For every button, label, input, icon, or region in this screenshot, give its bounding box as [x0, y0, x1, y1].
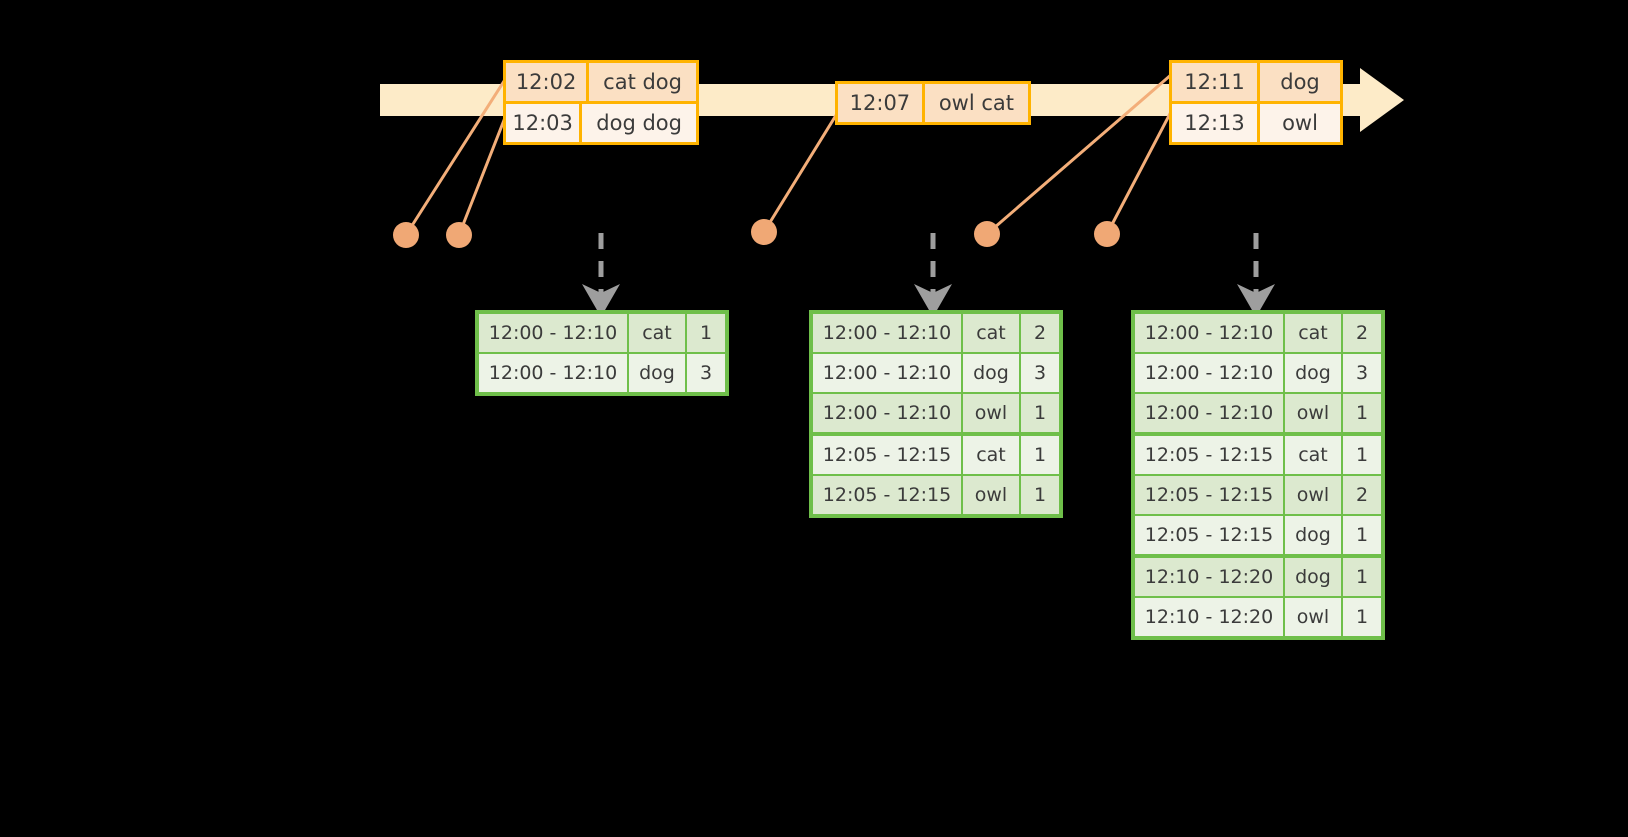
event-row[interactable]: 12:11 dog — [1172, 63, 1340, 101]
connector-line-1 — [404, 76, 508, 237]
window-cell: 12:05 - 12:15 — [1144, 484, 1274, 506]
key-cell: dog — [1283, 516, 1341, 554]
window-cell: 12:00 - 12:10 — [822, 322, 952, 344]
window-cell: 12:00 - 12:10 — [822, 402, 952, 424]
window-cell: 12:05 - 12:15 — [822, 484, 952, 506]
count-cell: 2 — [1341, 314, 1381, 352]
event-words: dog — [1280, 70, 1320, 94]
key-cell: owl — [961, 394, 1019, 432]
table-row[interactable]: 12:00 - 12:10 dog 3 — [1135, 352, 1381, 392]
key-cell: owl — [1283, 394, 1341, 432]
table-row[interactable]: 12:05 - 12:15 cat 1 — [813, 432, 1059, 474]
window-cell: 12:00 - 12:10 — [488, 322, 618, 344]
event-row[interactable]: 12:03 dog dog — [506, 101, 696, 142]
count-cell: 2 — [1341, 476, 1381, 514]
event-words: cat dog — [603, 70, 682, 94]
event-row[interactable]: 12:13 owl — [1172, 101, 1340, 142]
key-cell: dog — [627, 354, 685, 392]
table-row[interactable]: 12:05 - 12:15 cat 1 — [1135, 432, 1381, 474]
event-box-2[interactable]: 12:07 owl cat — [835, 81, 1031, 125]
window-cell: 12:10 - 12:20 — [1144, 566, 1274, 588]
result-table-2[interactable]: 12:00 - 12:10 cat 2 12:00 - 12:10 dog 3 … — [809, 310, 1063, 518]
window-cell: 12:05 - 12:15 — [1144, 524, 1274, 546]
key-cell: dog — [961, 354, 1019, 392]
event-time: 12:03 — [506, 104, 583, 142]
key-cell: owl — [1283, 598, 1341, 636]
window-cell: 12:00 - 12:10 — [488, 362, 618, 384]
event-box-1[interactable]: 12:02 cat dog 12:03 dog dog — [503, 60, 699, 145]
key-cell: cat — [1283, 314, 1341, 352]
count-cell: 3 — [1341, 354, 1381, 392]
key-cell: cat — [1283, 436, 1341, 474]
count-cell: 1 — [1019, 476, 1059, 514]
connector-dot-5 — [1094, 221, 1120, 247]
table-row[interactable]: 12:05 - 12:15 dog 1 — [1135, 514, 1381, 554]
window-cell: 12:05 - 12:15 — [822, 444, 952, 466]
table-row[interactable]: 12:00 - 12:10 cat 1 — [479, 314, 725, 352]
table-row[interactable]: 12:00 - 12:10 cat 2 — [813, 314, 1059, 352]
connector-dot-4 — [974, 221, 1000, 247]
table-row[interactable]: 12:05 - 12:15 owl 1 — [813, 474, 1059, 514]
key-cell: dog — [1283, 354, 1341, 392]
count-cell: 1 — [1019, 436, 1059, 474]
window-cell: 12:00 - 12:10 — [1144, 362, 1274, 384]
table-row[interactable]: 12:00 - 12:10 dog 3 — [813, 352, 1059, 392]
event-time: 12:13 — [1172, 104, 1260, 142]
count-cell: 1 — [1019, 394, 1059, 432]
window-cell: 12:00 - 12:10 — [822, 362, 952, 384]
window-cell: 12:00 - 12:10 — [1144, 402, 1274, 424]
window-cell: 12:05 - 12:15 — [1144, 444, 1274, 466]
event-row[interactable]: 12:07 owl cat — [838, 84, 1028, 122]
key-cell: owl — [1283, 476, 1341, 514]
result-table-1[interactable]: 12:00 - 12:10 cat 1 12:00 - 12:10 dog 3 — [475, 310, 729, 396]
count-cell: 1 — [685, 314, 725, 352]
table-row[interactable]: 12:10 - 12:20 owl 1 — [1135, 596, 1381, 636]
count-cell: 2 — [1019, 314, 1059, 352]
table-row[interactable]: 12:05 - 12:15 owl 2 — [1135, 474, 1381, 514]
connector-dot-1 — [393, 222, 419, 248]
connector-line-5 — [1105, 106, 1175, 236]
connector-dot-3 — [751, 219, 777, 245]
event-time: 12:02 — [506, 63, 590, 101]
key-cell: cat — [627, 314, 685, 352]
dashed-flow-arrows — [582, 233, 1275, 317]
connector-dots — [393, 219, 1120, 248]
window-cell: 12:10 - 12:20 — [1144, 606, 1274, 628]
event-words: owl — [1282, 111, 1318, 135]
result-table-3[interactable]: 12:00 - 12:10 cat 2 12:00 - 12:10 dog 3 … — [1131, 310, 1385, 640]
count-cell: 1 — [1341, 436, 1381, 474]
event-box-3[interactable]: 12:11 dog 12:13 owl — [1169, 60, 1343, 145]
connector-line-3 — [762, 110, 840, 234]
table-row[interactable]: 12:00 - 12:10 owl 1 — [813, 392, 1059, 432]
event-words: owl cat — [938, 91, 1014, 115]
count-cell: 1 — [1341, 394, 1381, 432]
table-row[interactable]: 12:10 - 12:20 dog 1 — [1135, 554, 1381, 596]
count-cell: 1 — [1341, 598, 1381, 636]
connector-line-2 — [457, 108, 510, 237]
window-cell: 12:00 - 12:10 — [1144, 322, 1274, 344]
count-cell: 1 — [1341, 558, 1381, 596]
event-time: 12:11 — [1172, 63, 1260, 101]
event-words: dog dog — [596, 111, 682, 135]
event-time: 12:07 — [838, 84, 925, 122]
table-row[interactable]: 12:00 - 12:10 owl 1 — [1135, 392, 1381, 432]
count-cell: 3 — [1019, 354, 1059, 392]
key-cell: dog — [1283, 558, 1341, 596]
key-cell: owl — [961, 476, 1019, 514]
event-row[interactable]: 12:02 cat dog — [506, 63, 696, 101]
connector-dot-2 — [446, 222, 472, 248]
count-cell: 1 — [1341, 516, 1381, 554]
count-cell: 3 — [685, 354, 725, 392]
key-cell: cat — [961, 436, 1019, 474]
key-cell: cat — [961, 314, 1019, 352]
table-row[interactable]: 12:00 - 12:10 cat 2 — [1135, 314, 1381, 352]
table-row[interactable]: 12:00 - 12:10 dog 3 — [479, 352, 725, 392]
